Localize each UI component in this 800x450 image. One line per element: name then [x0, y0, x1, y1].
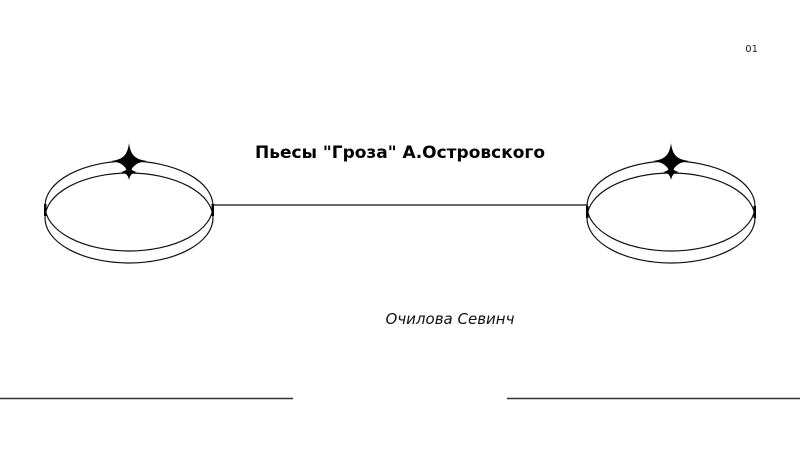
left-ring-edge-mark — [44, 204, 47, 216]
right-orbit-ring — [586, 143, 756, 264]
author-name: Очилова Севинч — [385, 310, 515, 328]
four-point-star-small-icon — [121, 164, 137, 180]
page-number: 01 — [745, 44, 758, 55]
right-ring-edge-mark — [586, 206, 589, 218]
slide-title: Пьесы "Гроза" А.Островского — [255, 143, 545, 163]
left-ellipse-lower — [44, 172, 214, 264]
left-orbit-ring — [44, 143, 214, 264]
left-ring-edge-mark — [211, 204, 214, 216]
right-ellipse-lower — [586, 172, 756, 264]
right-ring-edge-mark — [753, 206, 756, 218]
four-point-star-small-icon — [663, 164, 679, 180]
